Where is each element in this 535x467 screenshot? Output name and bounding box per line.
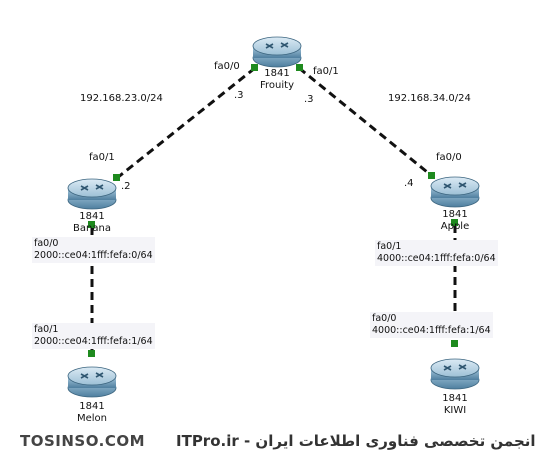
network-label: 192.168.23.0/24 — [80, 93, 163, 104]
interface-label: fa0/0 — [34, 238, 59, 249]
watermark: TOSINSO.COM ITPro.ir - انجمن تخصصی فناور… — [0, 432, 535, 462]
watermark-left: TOSINSO.COM — [20, 432, 146, 450]
router-kiwi[interactable] — [430, 358, 480, 390]
host-octet-label: .3 — [304, 94, 314, 105]
host-octet-label: .3 — [234, 90, 244, 101]
port-indicator — [113, 174, 120, 181]
ipv6-box-banana: fa0/0 2000::ce04:1fff:fefa:0/64 — [32, 237, 155, 263]
interface-label: fa0/1 — [377, 241, 402, 252]
ipv6-address: 2000::ce04:1fff:fefa:0/64 — [34, 250, 153, 261]
router-frouity-label: 1841 Frouity — [242, 68, 312, 92]
router-icon — [67, 366, 117, 386]
network-label: 192.168.34.0/24 — [388, 93, 471, 104]
router-icon — [430, 358, 480, 378]
port-indicator — [428, 172, 435, 179]
router-banana-label: 1841 Banana — [57, 211, 127, 235]
watermark-right: ITPro.ir - انجمن تخصصی فناوری اطلاعات ای… — [176, 432, 535, 450]
router-apple-label: 1841 Apple — [420, 209, 490, 233]
host-octet-label: .4 — [404, 178, 414, 189]
router-melon[interactable] — [67, 366, 117, 398]
router-name: Apple — [440, 221, 470, 232]
router-frouity[interactable] — [252, 36, 302, 68]
router-name: Banana — [73, 223, 111, 234]
router-name: Frouity — [260, 80, 294, 91]
router-model: 1841 — [79, 401, 105, 412]
interface-label: fa0/1 — [89, 152, 115, 163]
interface-label: fa0/0 — [436, 152, 462, 163]
ipv6-address: 4000::ce04:1fff:fefa:1/64 — [372, 325, 491, 336]
router-model: 1841 — [442, 393, 468, 404]
router-model: 1841 — [79, 211, 105, 222]
interface-label: fa0/0 — [372, 313, 397, 324]
router-icon — [67, 178, 117, 198]
host-octet-label: .2 — [121, 181, 131, 192]
router-icon — [430, 176, 480, 196]
link-frouity-apple — [298, 66, 433, 178]
port-indicator — [451, 219, 458, 226]
port-indicator — [251, 64, 258, 71]
link-frouity-banana — [116, 66, 256, 180]
router-name: KIWI — [443, 405, 467, 416]
ipv6-box-kiwi: fa0/0 4000::ce04:1fff:fefa:1/64 — [370, 312, 493, 338]
port-indicator — [451, 340, 458, 347]
interface-label: fa0/0 — [214, 61, 240, 72]
router-model: 1841 — [264, 68, 290, 79]
port-indicators — [88, 64, 458, 357]
interface-label: fa0/1 — [34, 324, 59, 335]
router-icon — [252, 36, 302, 56]
router-name: Melon — [76, 413, 107, 424]
port-indicator — [88, 350, 95, 357]
ipv6-box-melon: fa0/1 2000::ce04:1fff:fefa:1/64 — [32, 323, 155, 349]
router-apple[interactable] — [430, 176, 480, 208]
port-indicator — [88, 221, 95, 228]
router-melon-label: 1841 Melon — [57, 401, 127, 425]
interface-label: fa0/1 — [313, 66, 339, 77]
ipv6-box-apple: fa0/1 4000::ce04:1fff:fefa:0/64 — [375, 240, 498, 266]
router-model: 1841 — [442, 209, 468, 220]
ipv6-address: 2000::ce04:1fff:fefa:1/64 — [34, 336, 153, 347]
ipv6-address: 4000::ce04:1fff:fefa:0/64 — [377, 253, 496, 264]
router-kiwi-label: 1841 KIWI — [420, 393, 490, 417]
router-banana[interactable] — [67, 178, 117, 210]
port-indicator — [296, 64, 303, 71]
